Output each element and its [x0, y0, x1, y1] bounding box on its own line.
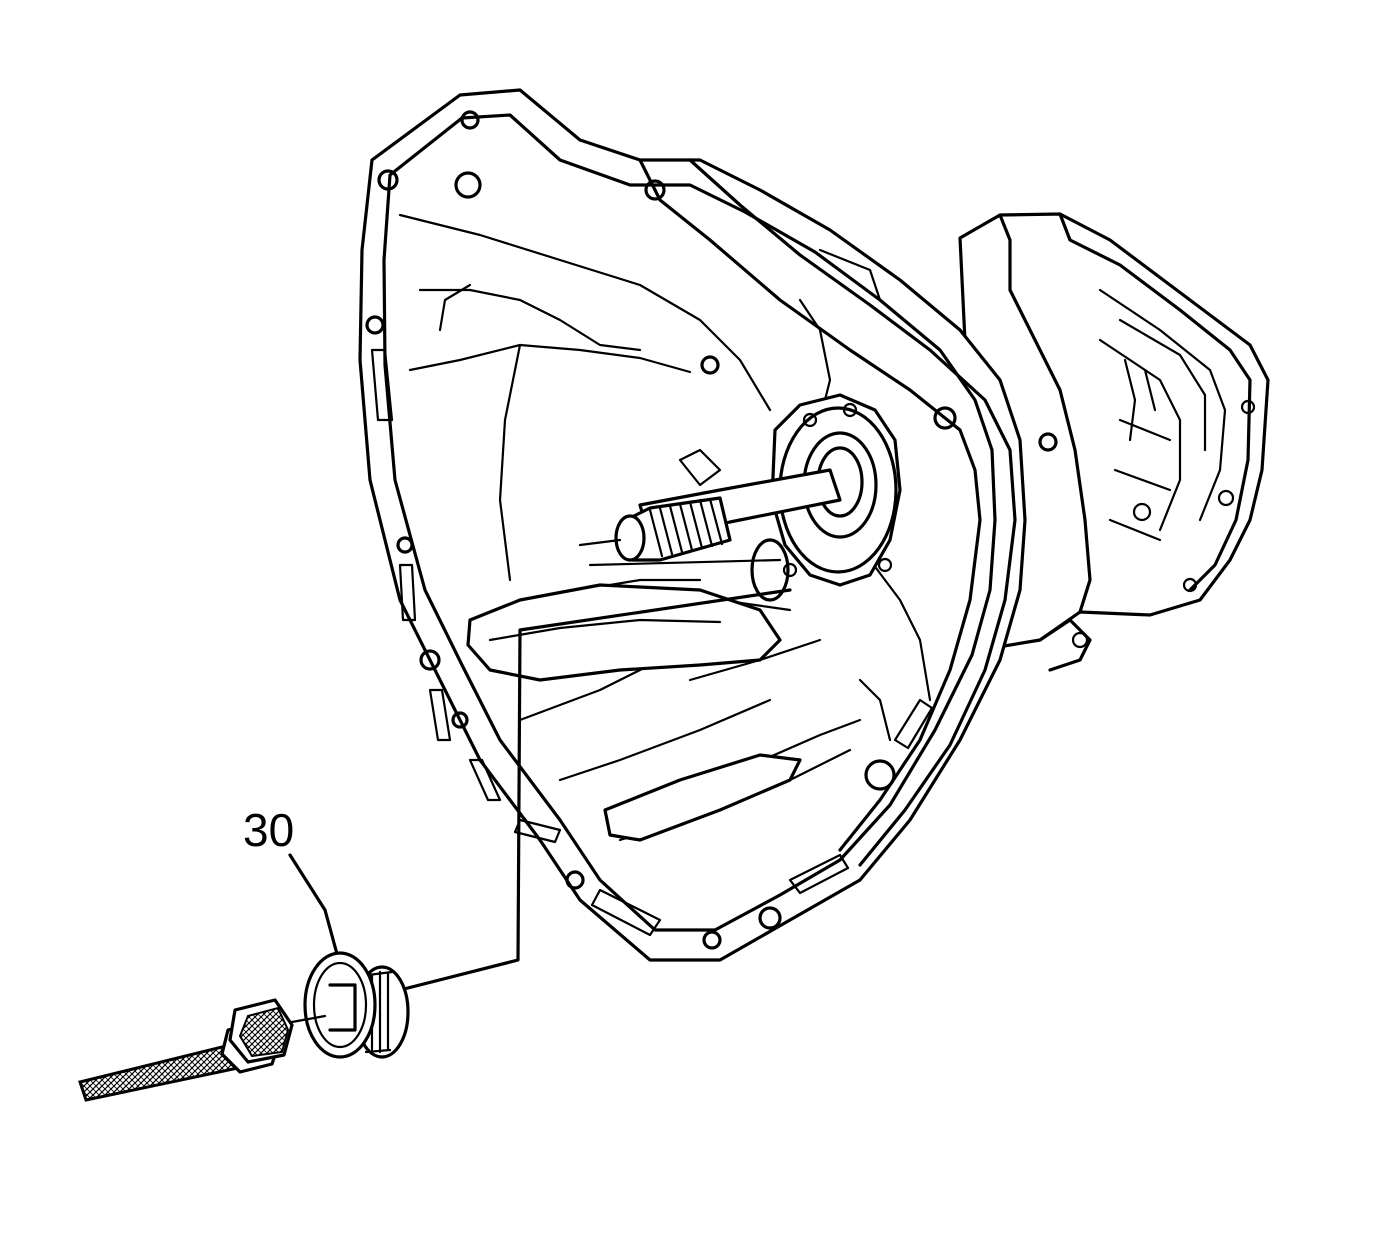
- leader-line: [398, 588, 792, 992]
- callout-number-label: 30: [243, 804, 295, 856]
- callout-pointer: [288, 853, 342, 967]
- removal-tool: [78, 998, 327, 1102]
- clutch-fork: [466, 583, 802, 842]
- drain-plug: [303, 951, 410, 1059]
- transmission-case: [958, 212, 1270, 672]
- input-shaft: [578, 468, 842, 602]
